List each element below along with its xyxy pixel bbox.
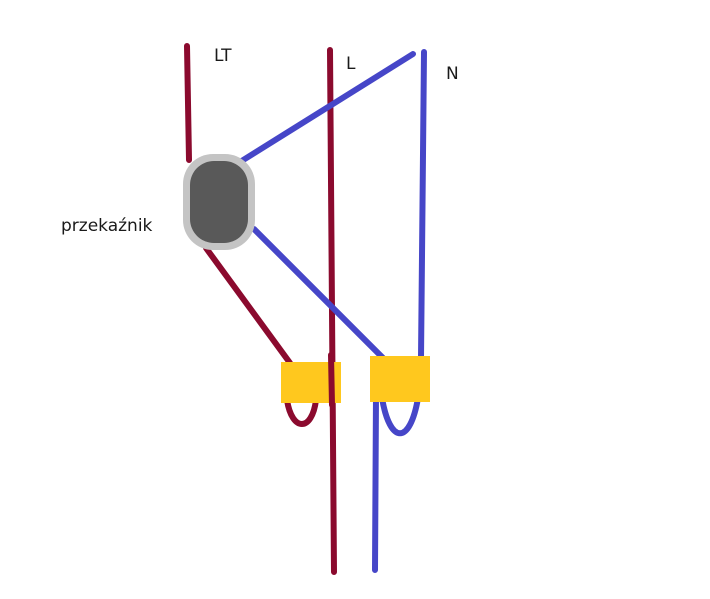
l-wire-over-connector: [328, 352, 335, 408]
n-wire: [418, 49, 427, 361]
relay-label: przekaźnik: [61, 216, 153, 236]
lt-label: LT: [214, 46, 232, 66]
right-connector: [370, 356, 430, 402]
neutral-output-wire: [372, 392, 379, 573]
n-label: N: [446, 64, 459, 84]
n-to-relay-wire: [237, 51, 416, 165]
relay-body: [190, 161, 248, 243]
right-connector-loop: [379, 395, 421, 436]
left-connector-loop: [284, 397, 319, 427]
l-label: L: [346, 54, 356, 74]
relay-to-right-connector-wire: [251, 226, 386, 361]
relay-to-left-connector-wire: [203, 245, 293, 366]
lt-wire: [184, 43, 192, 163]
